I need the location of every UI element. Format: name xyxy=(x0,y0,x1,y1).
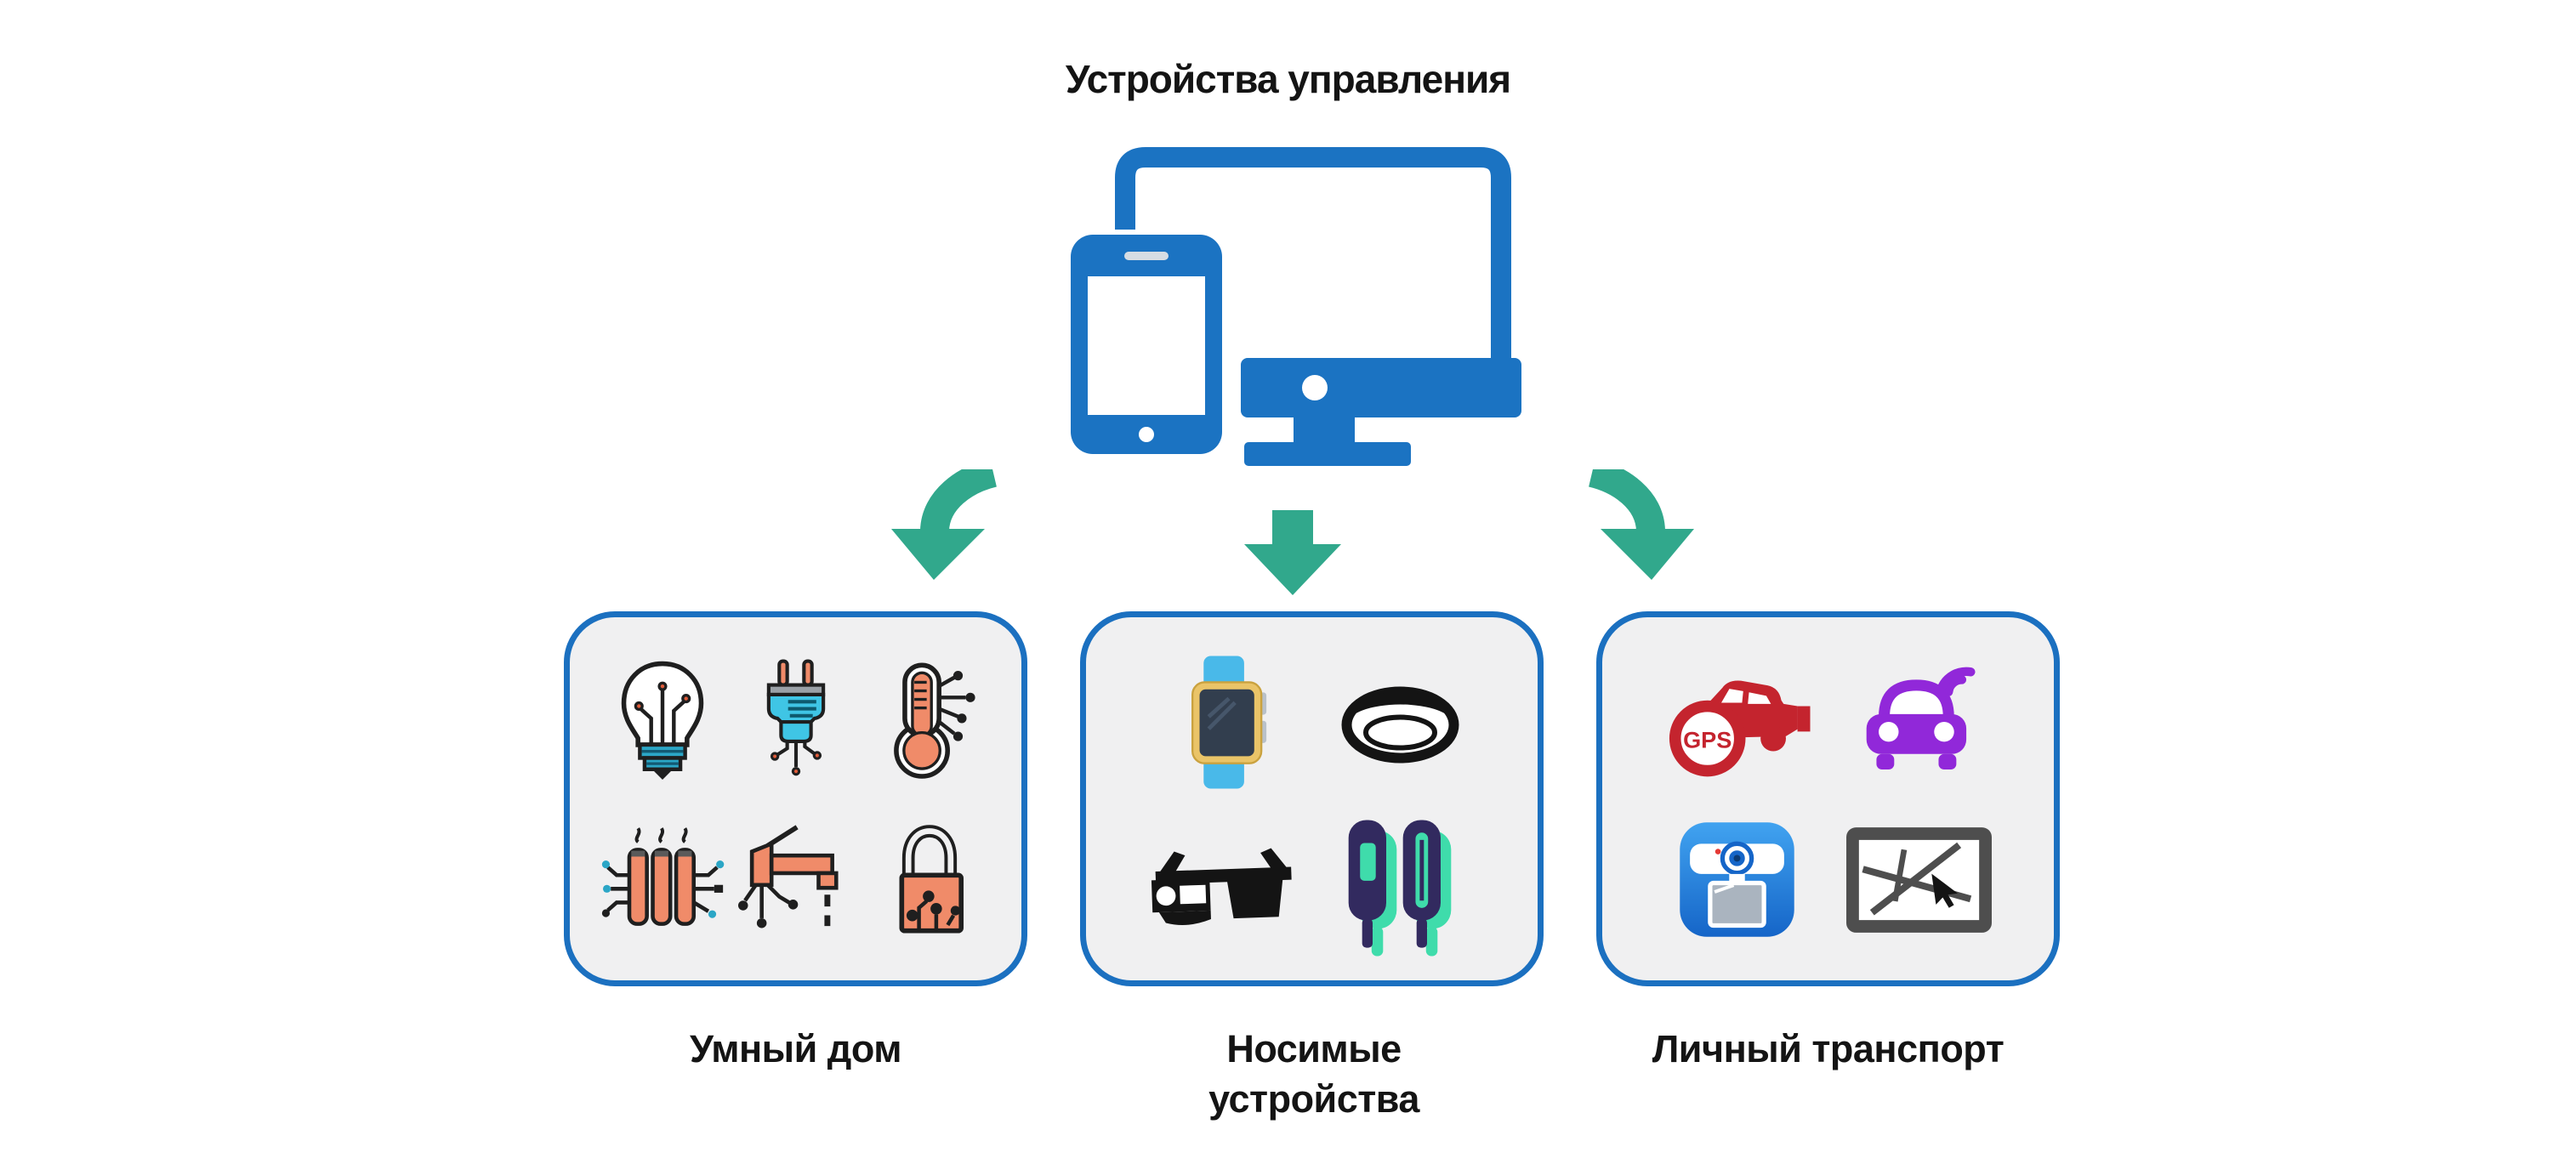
category-box-wearables xyxy=(1080,611,1544,986)
smart-glasses-icon xyxy=(1151,847,1292,925)
smart-bulb-icon xyxy=(621,661,703,780)
curved-down-left-arrow-icon xyxy=(891,469,998,580)
curved-down-right-arrow-icon xyxy=(1588,469,1694,580)
connected-car-icon xyxy=(1866,667,1976,770)
category-label-wearables: Носимые устройства xyxy=(1208,1027,1419,1121)
fitness-trackers-icon xyxy=(1348,820,1452,957)
category-label-transport: Личный транспорт xyxy=(1652,1027,2005,1070)
diagram-title: Устройства управления xyxy=(1065,57,1511,101)
category-box-transport: GPS xyxy=(1596,611,2060,986)
gps-car-icon: GPS xyxy=(1669,680,1811,776)
smart-radiator-icon xyxy=(601,827,724,927)
smart-thermometer-icon xyxy=(893,662,975,779)
gps-badge-text: GPS xyxy=(1683,726,1732,752)
desktop-monitor-icon xyxy=(1115,147,1521,466)
smartwatch-icon xyxy=(1191,656,1267,789)
fitness-band-icon xyxy=(1341,686,1459,764)
category-label-smart-home: Умный дом xyxy=(689,1027,902,1070)
dashcam-icon xyxy=(1680,822,1794,937)
straight-down-arrow-icon xyxy=(1244,510,1341,595)
category-box-smart-home xyxy=(564,611,1027,986)
smart-lock-icon xyxy=(899,825,964,934)
car-navigator-icon xyxy=(1845,826,1992,933)
control-devices-illustration xyxy=(1071,147,1521,466)
smart-plug-icon xyxy=(766,659,825,776)
smartphone-icon xyxy=(1071,235,1222,454)
smart-faucet-icon xyxy=(737,825,839,928)
